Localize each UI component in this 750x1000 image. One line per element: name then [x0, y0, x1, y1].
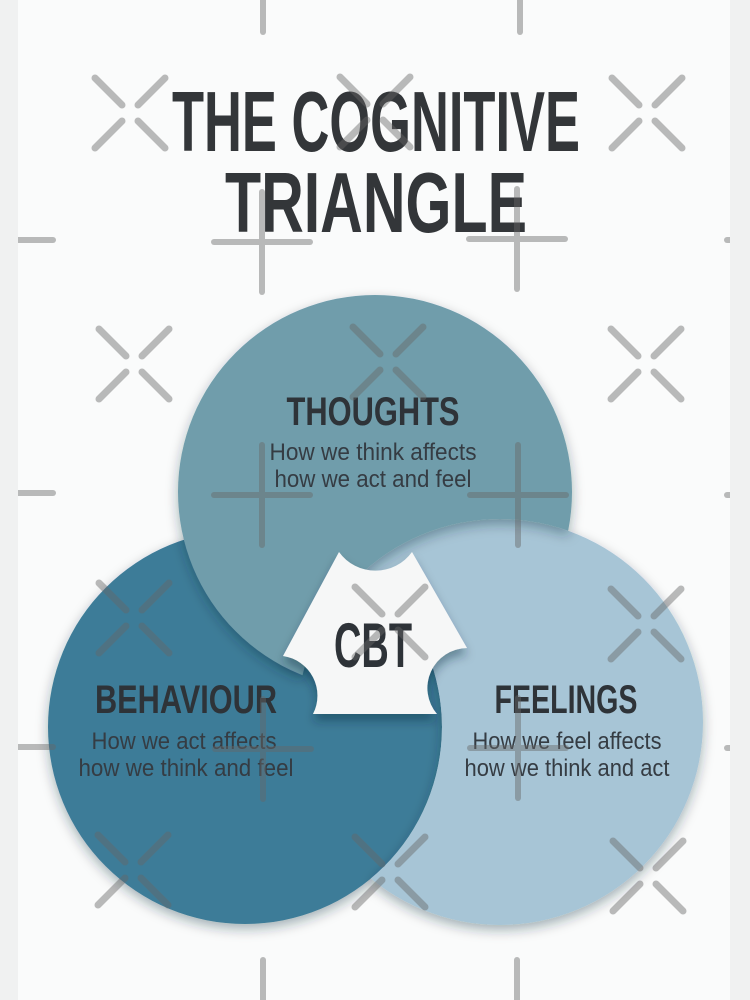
feelings-desc-line-2: how we think and act	[465, 755, 670, 782]
poster-title-line-2: TRIANGLE	[225, 156, 527, 251]
thoughts-label: THOUGHTS	[287, 390, 460, 434]
cbt-label: CBT	[334, 611, 412, 681]
thoughts-desc-line-2: how we act and feel	[275, 466, 472, 493]
thoughts-circle	[178, 295, 572, 689]
behaviour-desc-line-2: how we think and feel	[79, 755, 294, 782]
behaviour-label: BEHAVIOUR	[95, 678, 277, 722]
thoughts-desc-line-1: How we think affects	[270, 439, 477, 466]
poster-title-line-1: THE COGNITIVE	[172, 75, 580, 170]
